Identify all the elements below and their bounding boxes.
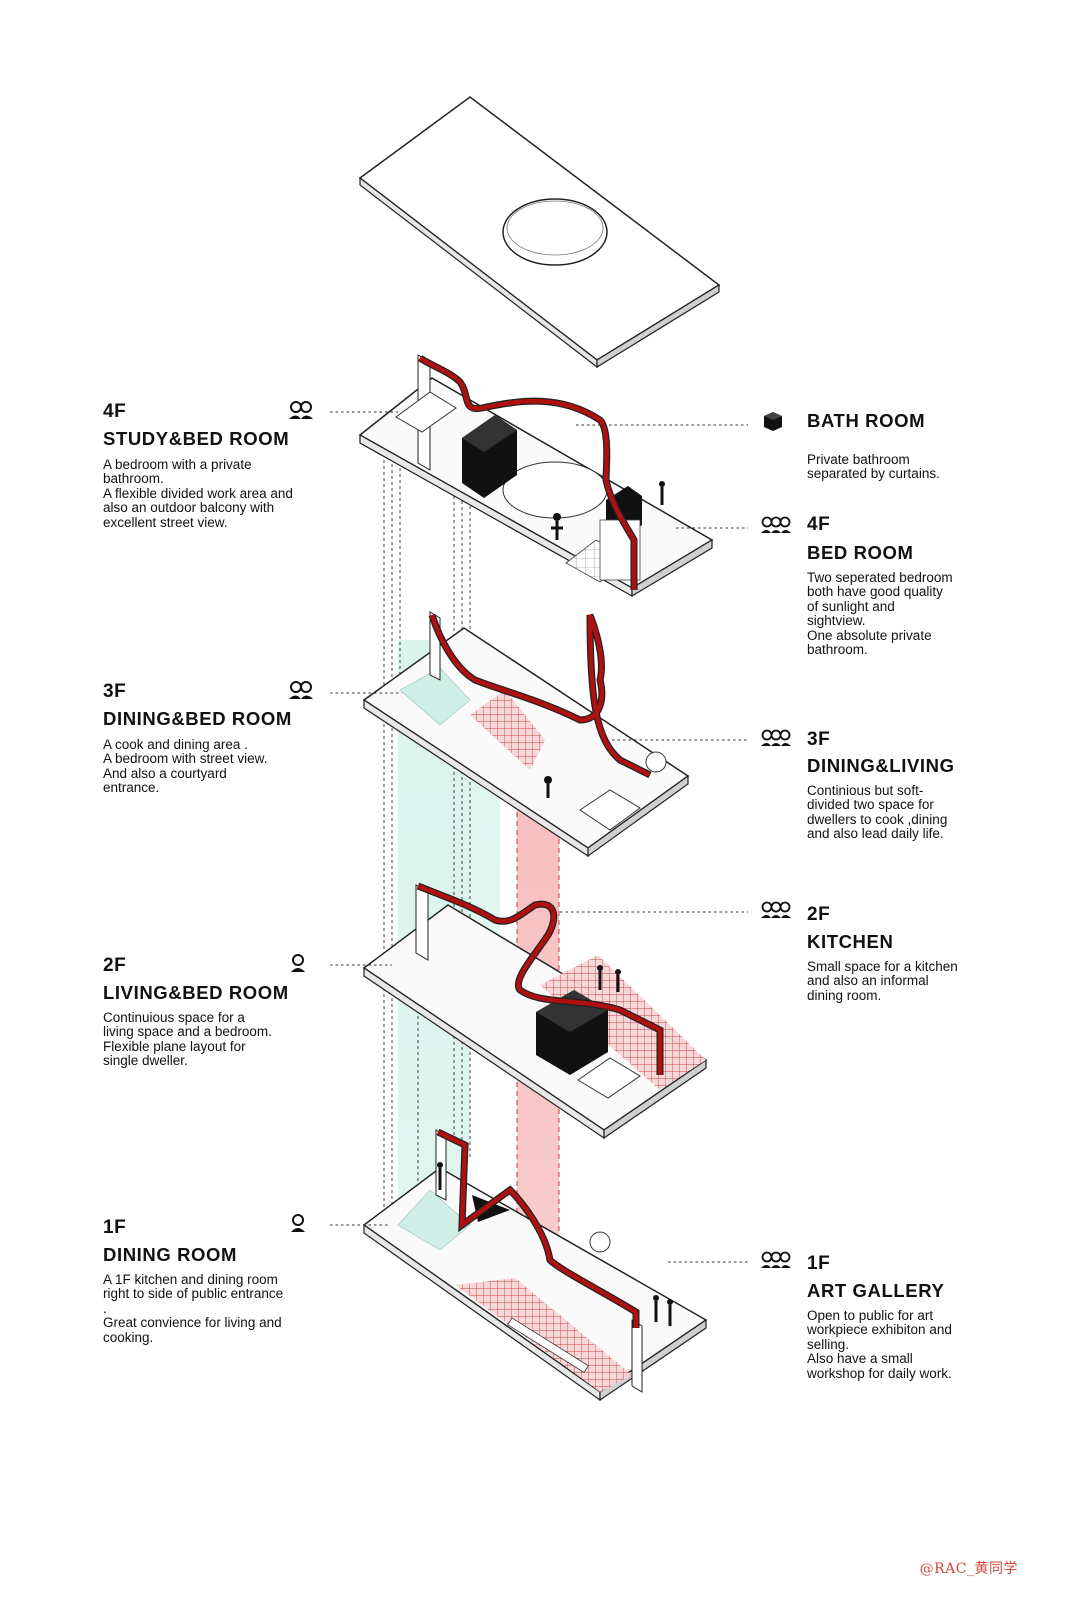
room-title: DINING&BED ROOM xyxy=(103,708,292,729)
floor-3f-plate xyxy=(362,611,690,858)
watermark: @RAC_黄同学 xyxy=(919,1561,1018,1577)
room-title: KITCHEN xyxy=(807,931,894,952)
room-description: A cook and dining area . A bedroom with … xyxy=(103,737,268,796)
group-icon xyxy=(761,901,791,918)
room-title: DINING ROOM xyxy=(103,1244,238,1265)
floor-number: 3F xyxy=(807,729,831,750)
leader-lines xyxy=(330,411,748,1263)
couple-icon xyxy=(289,401,313,419)
room-description: A bedroom with a private bathroom. A fle… xyxy=(103,457,293,530)
room-description: Continious but soft-divided two space fo… xyxy=(807,783,948,842)
room-description: Private bathroom separated by curtains. xyxy=(807,452,940,482)
roof-slab xyxy=(358,96,721,369)
room-title: BED ROOM xyxy=(807,542,914,563)
room-title: DINING&LIVING xyxy=(807,755,955,776)
room-description: Continuious space for a living space and… xyxy=(103,1010,272,1069)
room-description: Small space for a kitchen and also an in… xyxy=(807,959,958,1003)
group-icon xyxy=(761,729,791,746)
group-icon xyxy=(761,516,791,533)
group-icon xyxy=(761,1251,791,1268)
couple-icon xyxy=(289,681,313,699)
room-description: A 1F kitchen and dining room right to si… xyxy=(103,1272,284,1345)
floor-4f-plate xyxy=(358,354,714,598)
room-title: LIVING&BED ROOM xyxy=(103,982,289,1003)
floor-2f-plate xyxy=(362,882,708,1140)
floor-number: 2F xyxy=(807,904,831,925)
person-icon xyxy=(291,954,305,972)
floor-number: 1F xyxy=(103,1217,127,1238)
room-title: STUDY&BED ROOM xyxy=(103,428,290,449)
cube-icon xyxy=(764,412,782,431)
person-icon xyxy=(291,1214,305,1232)
floor-number: 1F xyxy=(807,1253,831,1274)
room-title: BATH ROOM xyxy=(807,410,926,431)
floor-number: 3F xyxy=(103,681,127,702)
room-title: ART GALLERY xyxy=(807,1280,945,1301)
room-description: Two seperated bedroom both have good qua… xyxy=(807,570,953,658)
room-description: Open to public for art workpiece exhibit… xyxy=(807,1308,952,1381)
floor-1f-plate xyxy=(362,1128,708,1402)
floor-number: 4F xyxy=(103,401,127,422)
floor-number: 4F xyxy=(807,514,831,535)
floor-number: 2F xyxy=(103,955,127,976)
